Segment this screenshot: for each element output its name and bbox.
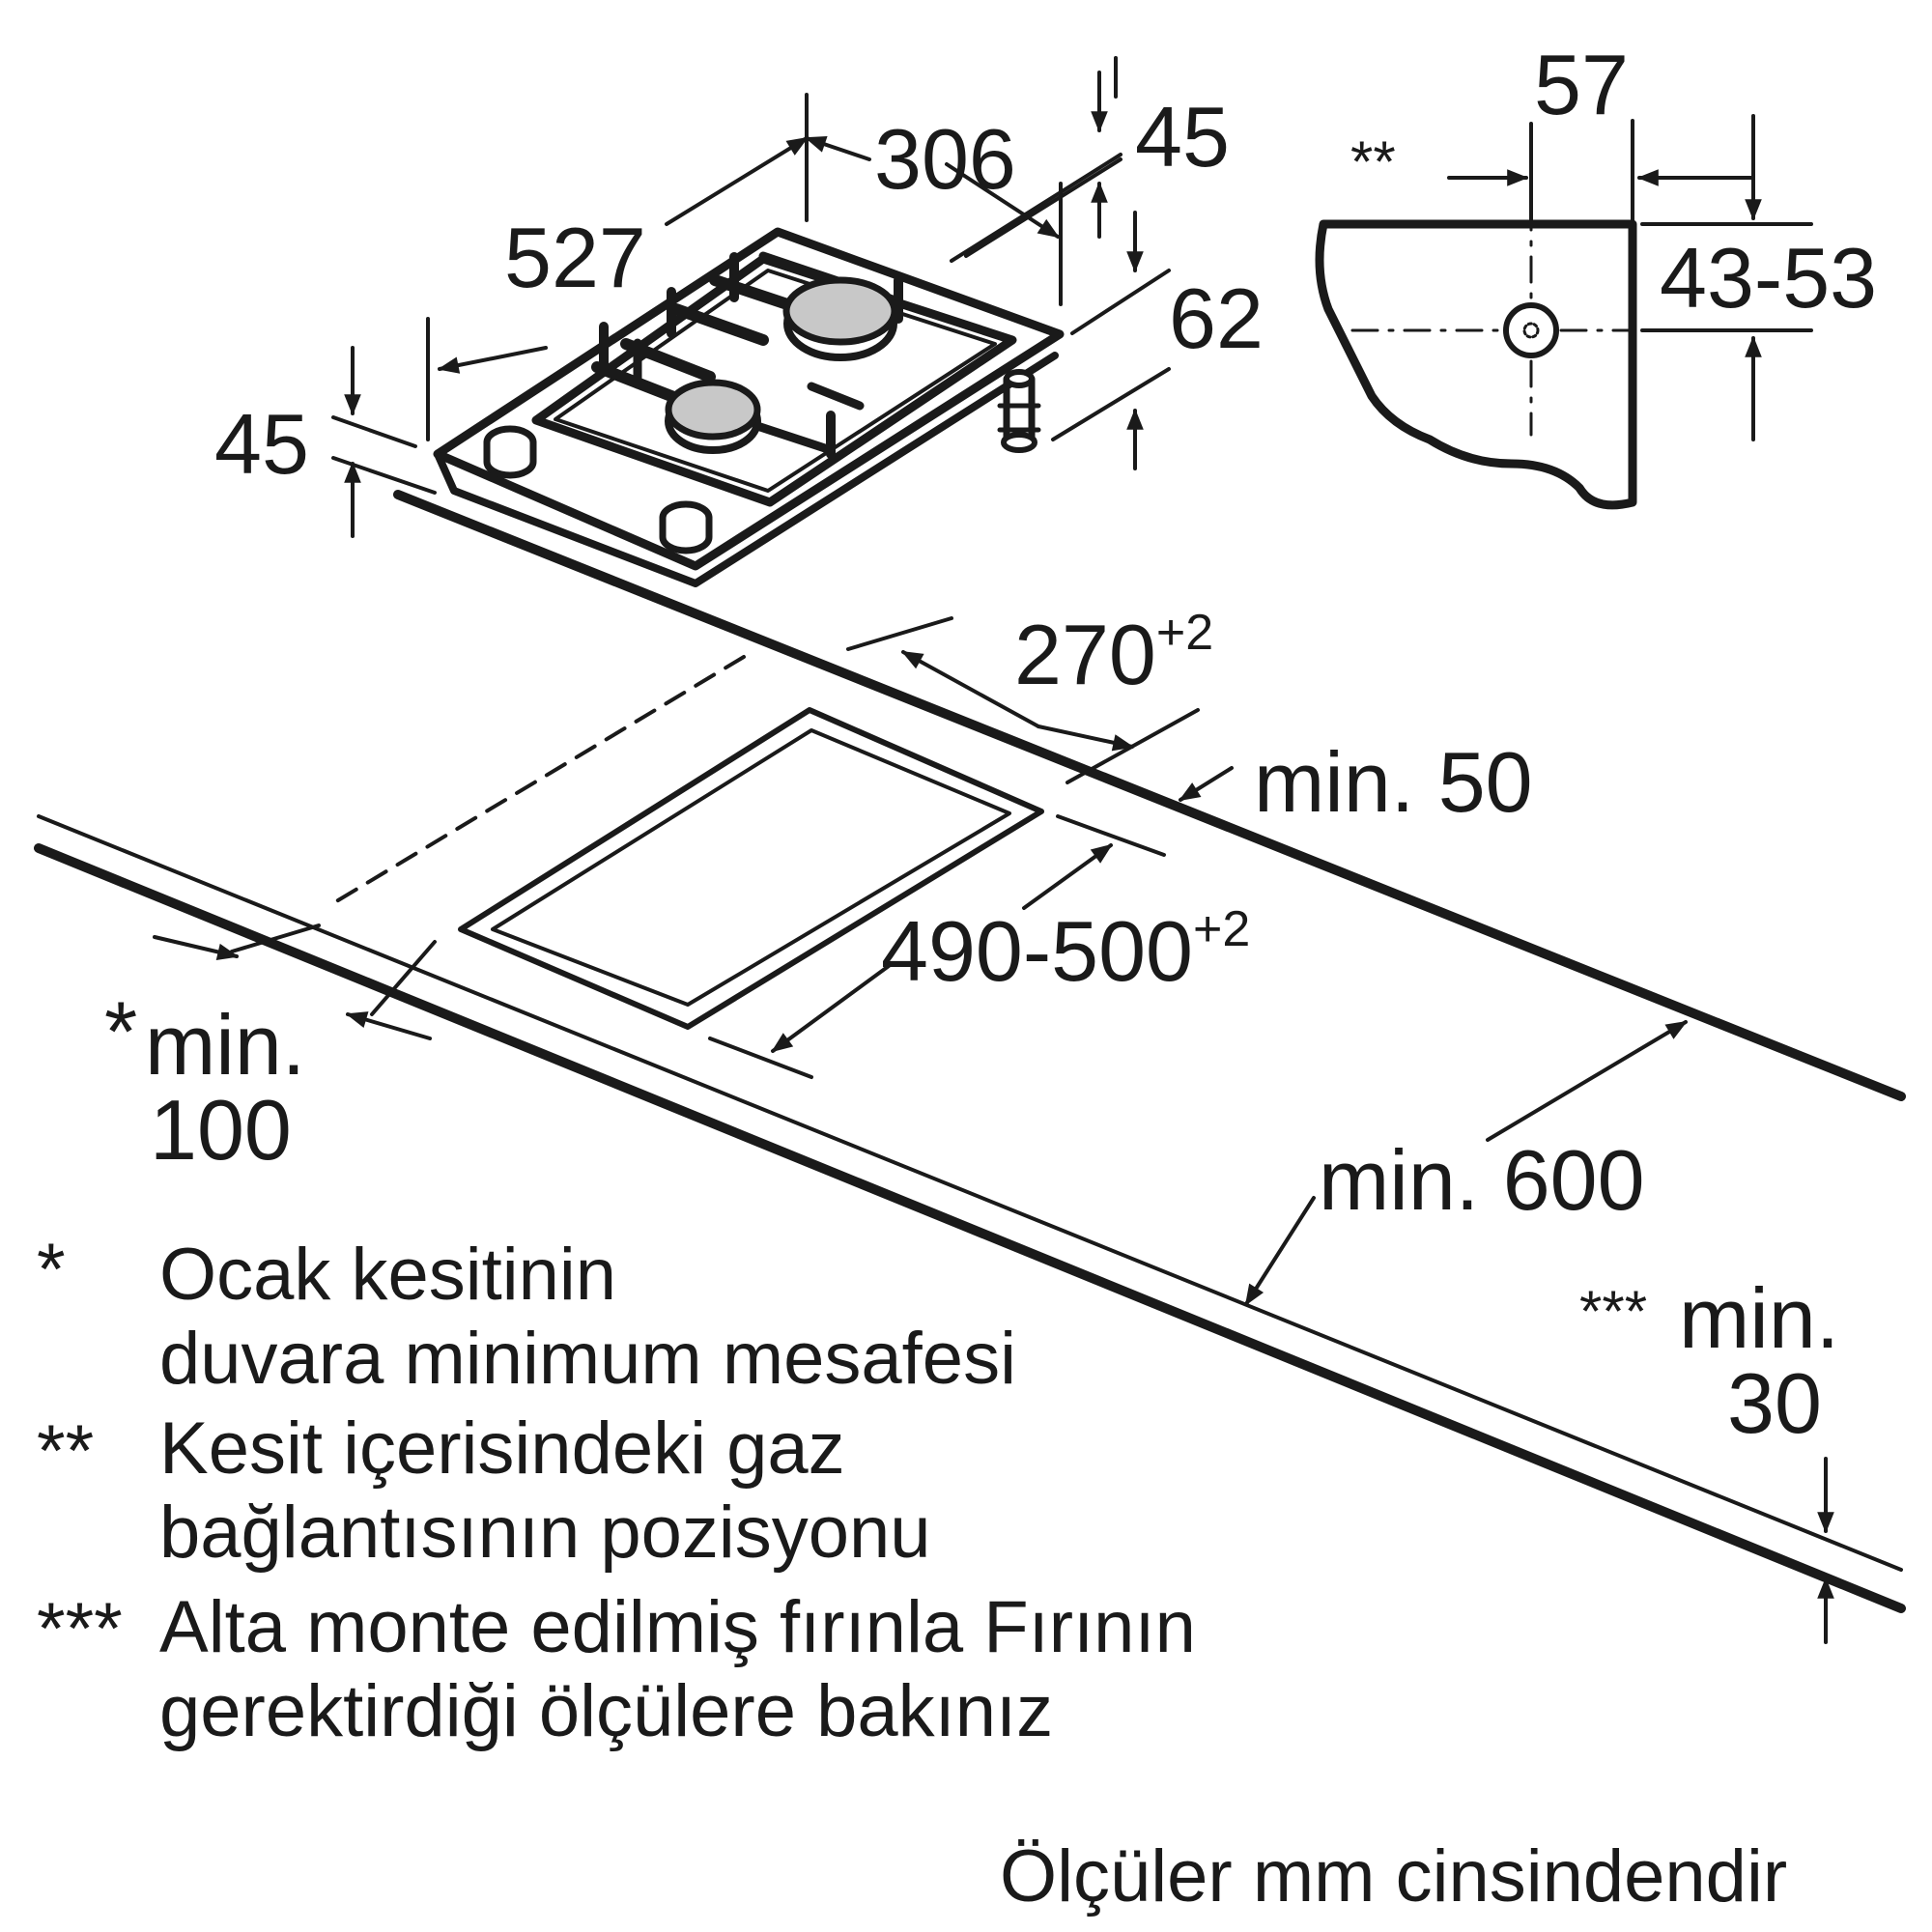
marker-double-star: ** [1350,129,1396,194]
dim-min-30-marker: *** [1579,1279,1647,1344]
dim-min-30-line1: min. [1679,1270,1839,1366]
dim-270: 270+2 [1014,605,1213,702]
gas-connector [997,369,1041,453]
worktop-drawing [34,490,1906,1644]
cutout [458,707,1044,1030]
dim-min-100-line2: 100 [150,1082,292,1178]
dim-min-100-line1: min. [145,997,305,1093]
note-3-line2: gerektirdiği ölçülere bakınız [159,1670,1053,1752]
dim-62: 62 [1169,270,1264,366]
note-2-line2: bağlantısının pozisyonu [159,1492,931,1574]
gas-connection-detail [1315,114,1813,510]
note-1-line2: duvara minimum mesafesi [159,1318,1016,1400]
dim-min-50: min. 50 [1254,734,1533,830]
dim-306: 306 [874,111,1016,207]
dim-527: 527 [504,210,646,305]
dimension-labels: 306 527 45 62 45 57 ** 43-53 270+2 min. … [104,37,1877,1451]
note-2-line1: Kesit içerisindeki gaz [159,1407,845,1490]
note-3-line1: Alta monte edilmiş fırınla Fırının [159,1586,1196,1668]
dim-min-600: min. 600 [1319,1132,1645,1228]
note-1-marker: * [37,1229,66,1311]
burner-large [782,276,898,361]
note-1-line1: Ocak kesitinin [159,1234,616,1316]
hob-drawing [331,56,1171,587]
dim-45-left: 45 [214,396,309,492]
dim-min-30-line2: 30 [1727,1355,1822,1451]
dim-57: 57 [1534,37,1629,132]
dim-45-top: 45 [1135,89,1230,185]
note-3-marker: *** [37,1588,123,1670]
dim-min-100-marker: * [104,983,137,1079]
dim-490-500: 490-500+2 [881,901,1250,999]
control-knob-2 [659,500,713,554]
control-knob-1 [483,425,537,479]
units-footer: Ölçüler mm cinsindendir [1000,1835,1787,1918]
dim-43-53: 43-53 [1660,230,1877,326]
note-2-marker: ** [37,1410,94,1492]
footnotes: * Ocak kesitinin duvara minimum mesafesi… [37,1229,1787,1918]
burner-small [665,379,761,454]
